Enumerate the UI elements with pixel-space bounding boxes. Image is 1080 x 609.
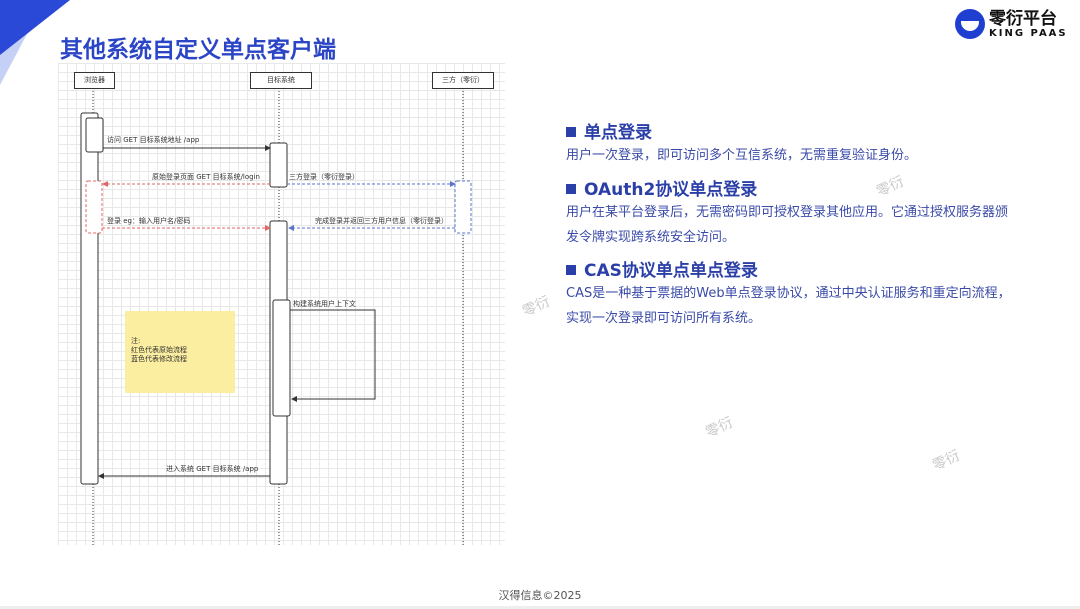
note: 注:红色代表原始流程蓝色代表修改流程 [125,311,235,393]
message-6: 构建系统用户上下文 [293,300,356,308]
logo-icon [955,9,985,39]
section-heading: CAS协议单点单点登录 [584,261,758,281]
section-sso: 单点登录 用户一次登录，即可访问多个互信系统，无需重复验证身份。 [566,118,917,168]
bullet-icon [566,265,576,275]
browser-activation [80,112,99,485]
note-title: 注: [131,337,141,345]
note-line: 蓝色代表修改流程 [131,355,187,363]
section-cas: CAS协议单点单点登录 CAS是一种基于票据的Web单点登录协议，通过中央认证服… [566,256,1011,331]
section-body: 实现一次登录即可访问所有系统。 [566,311,762,326]
message-2: 原始登录页面 GET 目标系统/login [152,173,260,181]
section-body: 发令牌实现跨系统安全访问。 [566,230,736,245]
note-line: 红色代表原始流程 [131,346,187,354]
page-title: 其他系统自定义单点客户端 [60,37,336,63]
message-3: 三方登录（零衍登录） [289,173,359,181]
logo-cn: 零衍平台 [989,8,1057,29]
bottom-divider [0,606,1080,609]
bullet-icon [566,184,576,194]
message-5: 完成登录并返回三方用户信息（零衍登录） [315,217,448,225]
message-4: 登录 eg：输入用户名/密码 [107,217,191,225]
actor-third-party: 三方（零衍） [432,72,494,89]
section-heading: 单点登录 [584,123,652,143]
watermark: 零衍 [930,447,963,475]
message-1: 访问 GET 目标系统地址 /app [107,136,200,144]
message-7: 进入系统 GET 目标系统 /app [166,465,259,473]
actor-browser: 浏览器 [74,72,115,89]
logo-en: KING PAAS [989,27,1068,39]
corner-decoration [0,0,70,55]
actor-target-system: 目标系统 [250,72,312,89]
section-body: 用户在某平台登录后，无需密码即可授权登录其他应用。它通过授权服务器颁 [566,205,1009,220]
watermark: 零衍 [703,414,736,442]
watermark: 零衍 [520,293,553,321]
section-body: 用户一次登录，即可访问多个互信系统，无需重复验证身份。 [566,148,918,163]
section-body: CAS是一种基于票据的Web单点登录协议，通过中央认证服务和重定向流程， [566,286,1011,301]
section-oauth2: OAuth2协议单点登录 用户在某平台登录后，无需密码即可授权登录其他应用。它通… [566,175,1008,250]
sequence-diagram: 浏览器 目标系统 三方（零衍） 访问 GET 目标系统地址 /app 原始登录页… [58,63,505,545]
bullet-icon [566,127,576,137]
diagram-lines [80,88,472,545]
section-heading: OAuth2协议单点登录 [584,180,758,200]
footer: 汉得信息©2025 [498,589,582,602]
